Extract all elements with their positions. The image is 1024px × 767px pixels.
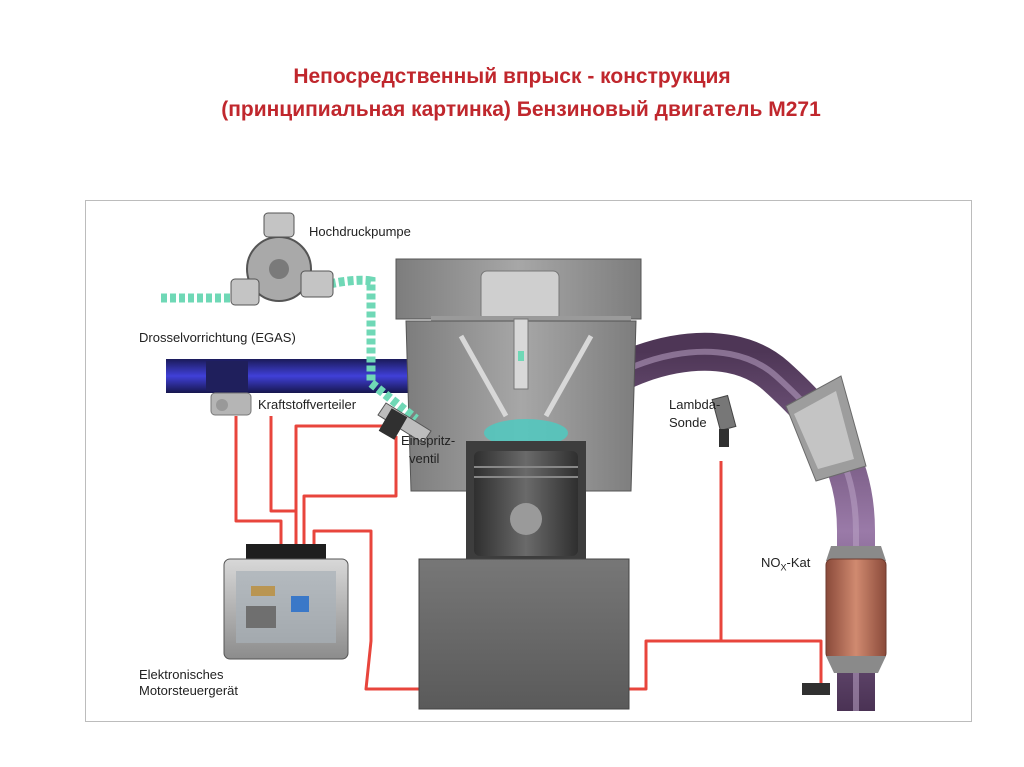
label-lambda-line1: Lambda- <box>669 397 721 412</box>
label-fuel-rail: Kraftstoffverteiler <box>258 397 357 412</box>
label-ecu-line2: Motorsteuergerät <box>139 683 238 698</box>
catalytic-converter-icon <box>825 546 887 673</box>
wire-throttle <box>234 416 283 546</box>
engine-diagram: Hochdruckpumpe Drosselvorrichtung (EGAS)… <box>85 200 972 722</box>
piston-icon <box>474 451 578 556</box>
label-high-pressure-pump: Hochdruckpumpe <box>309 224 411 239</box>
label-nox-kat: NOX-Kat <box>761 555 810 576</box>
nox-sensor-icon <box>802 683 830 695</box>
exhaust-valve <box>543 334 594 418</box>
spark-plug-icon <box>513 318 529 390</box>
wire-fuel-rail <box>294 424 386 546</box>
slide-title: Непосредственный впрыск - конструкция (п… <box>0 60 1024 126</box>
wire-throttle-2 <box>269 416 298 546</box>
wire-nox <box>646 639 823 691</box>
label-lambda-line2: Sonde <box>669 415 707 430</box>
throttle-body-icon <box>206 361 252 416</box>
intake-valve <box>458 334 509 418</box>
engine-illustration <box>161 212 887 711</box>
label-injector-line2: ventil <box>409 451 440 466</box>
ecu-icon <box>223 544 349 660</box>
fuel-spray <box>484 419 568 447</box>
wire-injector <box>302 436 398 546</box>
title-line-2: (принципиальная картинка) Бензиновый дви… <box>221 98 821 121</box>
engine-block-base <box>418 558 630 710</box>
lambda-sensor-icon <box>711 394 737 447</box>
pre-catalyst <box>785 375 867 482</box>
high-pressure-pump-icon <box>230 212 334 306</box>
label-throttle: Drosselvorrichtung (EGAS) <box>139 330 296 345</box>
label-nox-main: NO <box>761 555 781 570</box>
wiring-harness <box>234 416 823 691</box>
fuel-line <box>161 275 419 423</box>
label-ecu-line1: Elektronisches <box>139 667 224 682</box>
fuel-injector-icon <box>377 402 432 444</box>
title-line-1: Непосредственный впрыск - конструкция <box>293 65 731 88</box>
label-nox-rest: -Kat <box>786 555 811 570</box>
label-nox-sub: X <box>780 562 787 573</box>
label-injector-line1: Einspritz- <box>401 433 456 448</box>
